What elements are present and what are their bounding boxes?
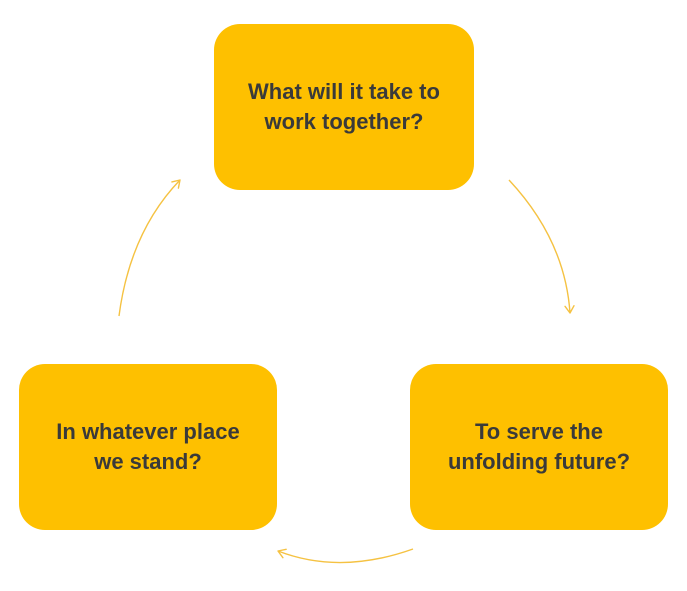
cycle-node-right-label: To serve the unfolding future? <box>447 419 631 474</box>
cycle-node-top: What will it take to work together? <box>214 24 474 190</box>
arrow-right-to-left <box>277 548 414 564</box>
cycle-node-top-label: What will it take to work together? <box>248 79 440 134</box>
cycle-node-right: To serve the unfolding future? <box>410 364 668 530</box>
cycle-node-left: In whatever place we stand? <box>19 364 277 530</box>
cycle-node-left-label: In whatever place we stand? <box>56 419 240 474</box>
arrow-left-to-top <box>118 179 181 317</box>
arrow-top-to-right <box>508 179 575 314</box>
